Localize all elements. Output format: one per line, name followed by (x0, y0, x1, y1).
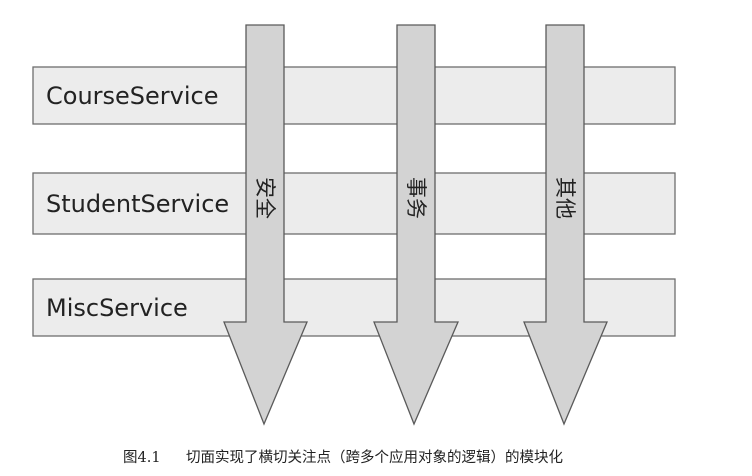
caption-text: 切面实现了横切关注点（跨多个应用对象的逻辑）的模块化 (186, 448, 563, 466)
service-label-misc: MiscService (46, 294, 188, 322)
caption-number: 图4.1 (123, 450, 161, 466)
arrow-security (223, 24, 308, 426)
service-label-course: CourseService (46, 82, 219, 110)
concern-label-transaction: 事务 (404, 177, 428, 219)
concern-label-security: 安全 (253, 177, 277, 219)
service-labels: CourseService StudentService MiscService (46, 82, 229, 322)
concern-labels: 安全 事务 其他 (253, 177, 577, 219)
concern-label-other: 其他 (553, 177, 577, 219)
concern-arrows (223, 24, 608, 426)
figure-caption: 图4.1 切面实现了横切关注点（跨多个应用对象的逻辑）的模块化 (123, 448, 563, 466)
arrow-other (523, 24, 608, 426)
service-label-student: StudentService (46, 190, 229, 218)
arrow-transaction (373, 24, 459, 426)
